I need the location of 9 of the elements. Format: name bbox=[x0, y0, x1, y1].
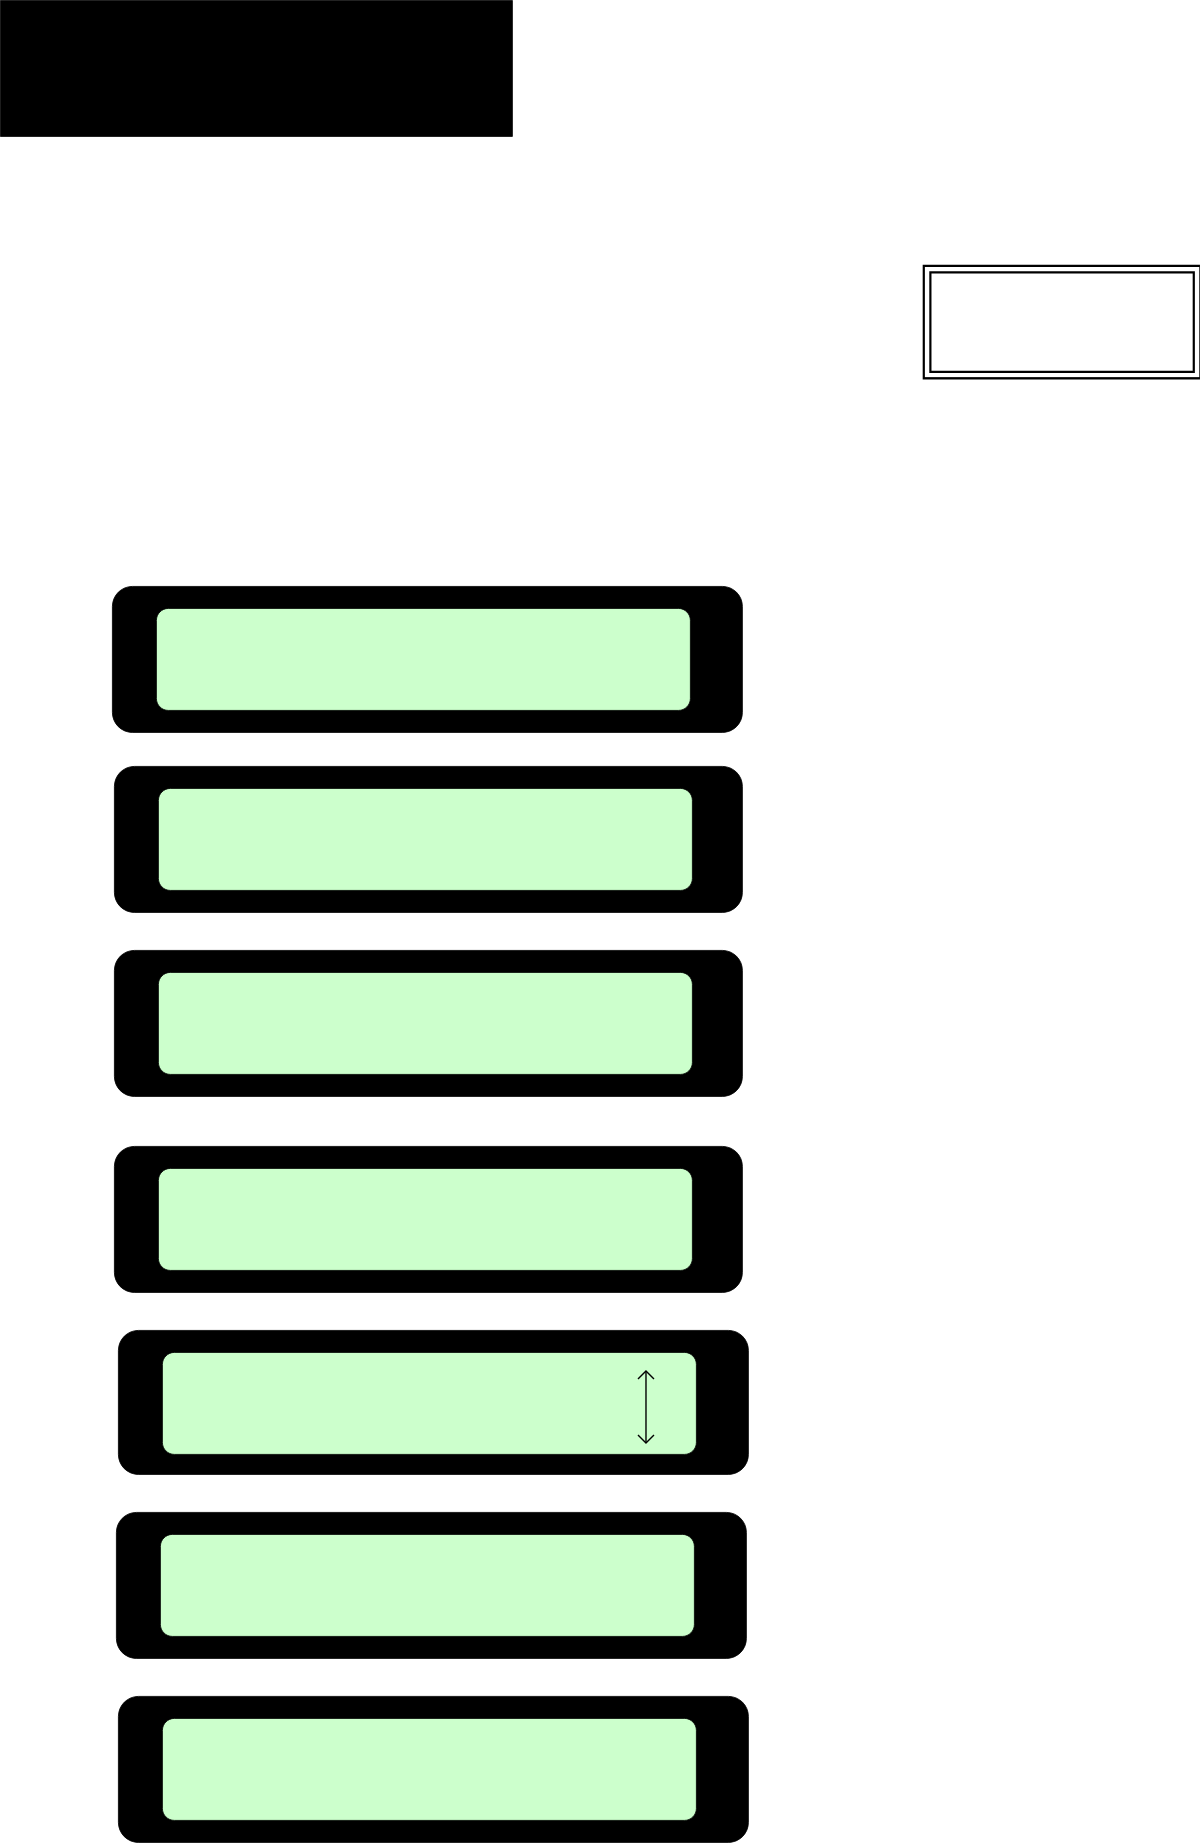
display-screen bbox=[160, 1534, 695, 1637]
display-screen bbox=[162, 1352, 697, 1455]
display-screen bbox=[158, 972, 693, 1075]
display-screen bbox=[162, 1718, 697, 1821]
display-screen bbox=[156, 608, 691, 711]
display-screen bbox=[158, 788, 693, 891]
double-frame bbox=[922, 264, 1200, 380]
display-screen bbox=[158, 1168, 693, 1271]
header-block bbox=[0, 0, 513, 137]
